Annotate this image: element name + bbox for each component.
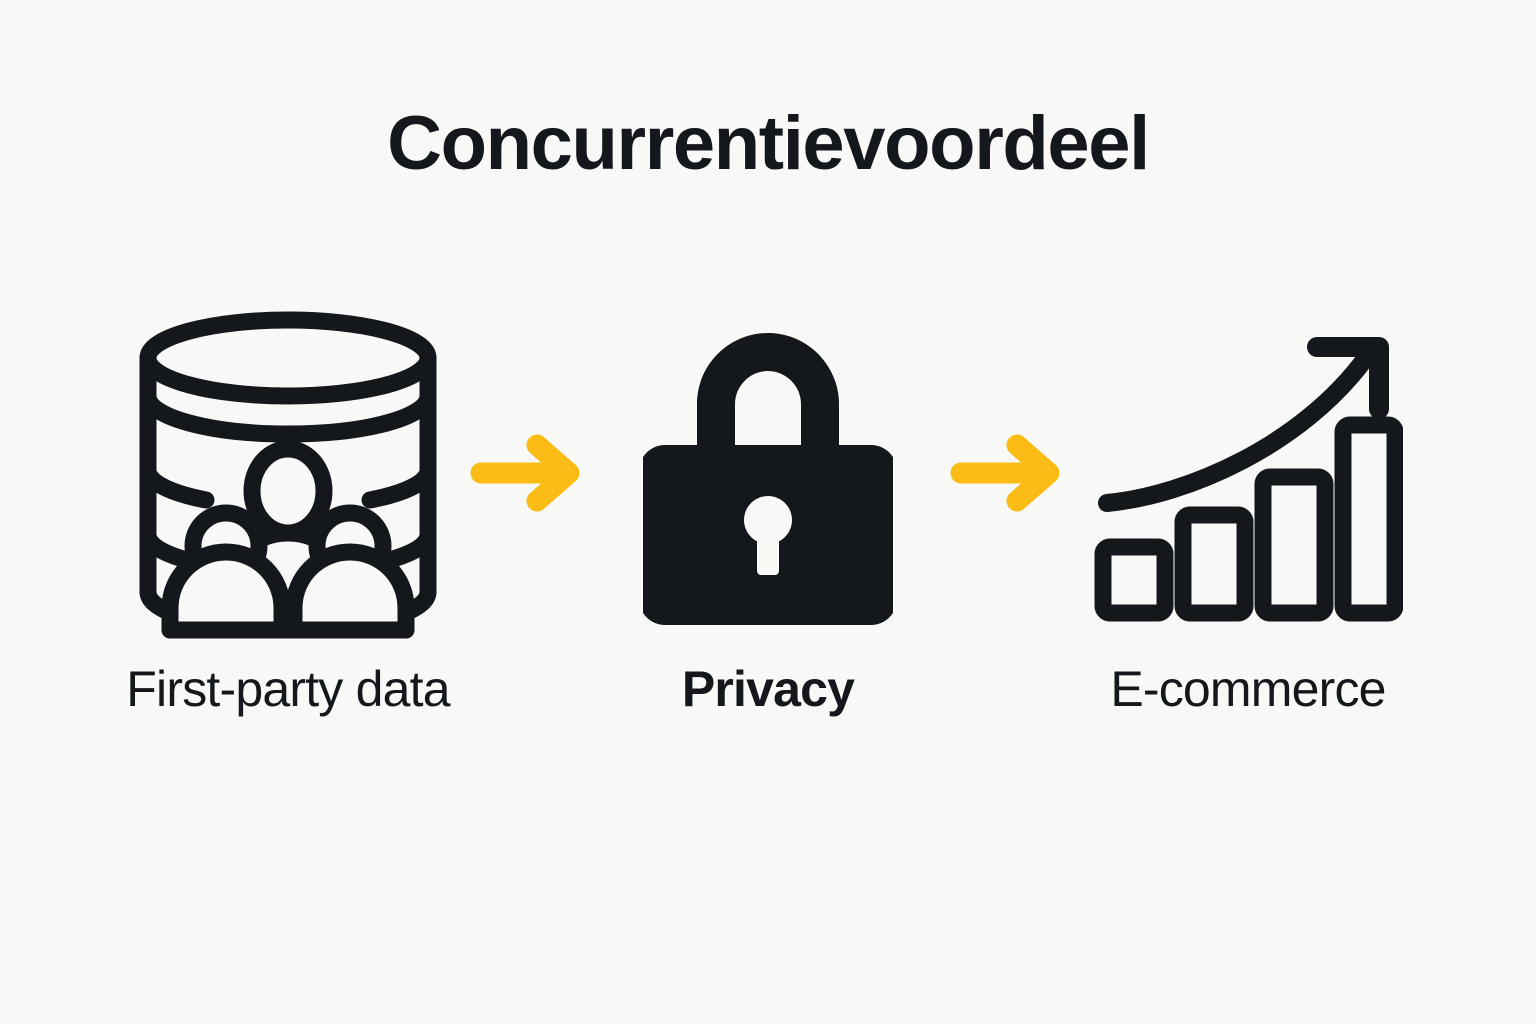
flow-connector xyxy=(453,300,603,650)
flow-connector xyxy=(933,300,1083,650)
padlock-icon xyxy=(603,300,933,650)
flow-step-label: E-commerce xyxy=(1110,661,1386,717)
arrow-right-icon xyxy=(949,431,1067,520)
database-users-icon xyxy=(123,300,453,650)
process-flow: First-party data xyxy=(0,300,1536,717)
flow-step-privacy: Privacy xyxy=(603,300,933,719)
flow-step-ecommerce: E-commerce xyxy=(1083,300,1413,719)
flow-step-label: First-party data xyxy=(126,661,450,717)
growth-bar-chart-icon xyxy=(1083,300,1413,650)
flow-step-label: Privacy xyxy=(681,661,855,717)
arrow-right-icon xyxy=(469,431,587,520)
flow-step-first-party-data: First-party data xyxy=(123,300,453,719)
page-title: Concurrentievoordeel xyxy=(387,101,1150,186)
